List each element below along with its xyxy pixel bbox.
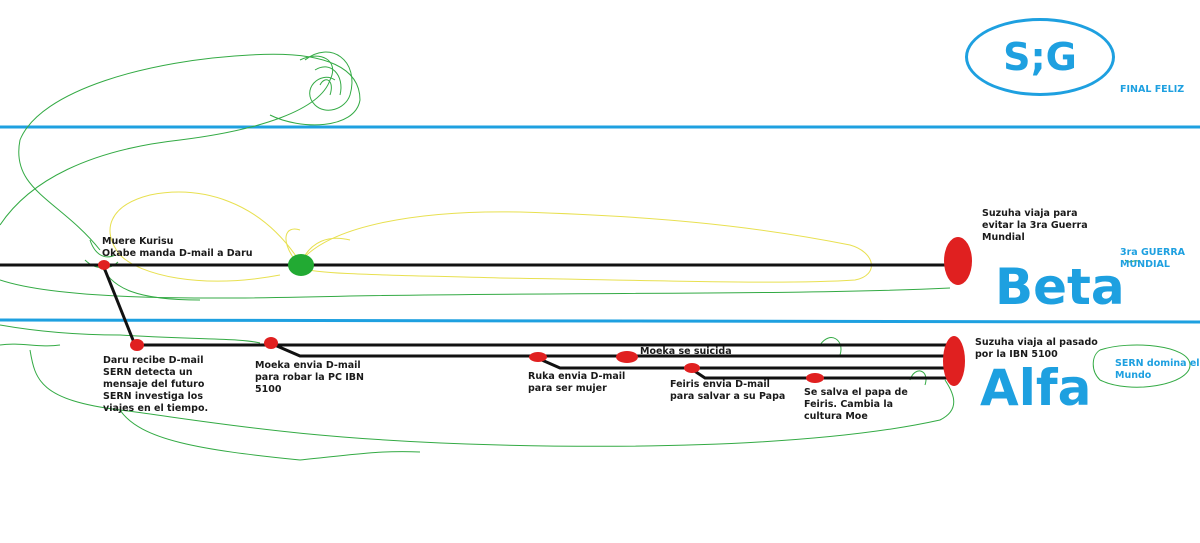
event-salva-papa [806,373,824,383]
event-suzuha-beta [944,237,972,285]
label-tercera-guerra: 3ra GUERRA MUNDIAL [1120,247,1185,270]
event-daru [130,339,144,351]
sg-logo: S;G [965,18,1115,96]
label-salva-papa: Se salva el papa de Feiris. Cambia la cu… [804,387,908,422]
label-moeka-pc: Moeka envia D-mail para robar la PC IBN … [255,360,364,395]
alfa-title: Alfa [980,359,1092,417]
label-ruka: Ruka envia D-mail para ser mujer [528,371,626,394]
yellow-scribbles [109,191,872,283]
event-ruka [529,352,547,362]
event-muere-kurisu [98,260,110,270]
divider-bottom [0,318,1200,324]
beta-title: Beta [995,258,1125,316]
event-green [288,254,314,276]
label-feiris: Feiris envia D-mail para salvar a su Pap… [670,379,786,402]
label-moeka-suicida: Moeka se suicida [640,346,732,357]
event-feiris [684,363,700,373]
label-sern-domina: SERN domina el Mundo [1115,358,1200,381]
label-suzuha-beta: Suzuha viaja para evitar la 3ra Guerra M… [982,208,1088,243]
label-daru: Daru recibe D-mail SERN detecta un mensa… [103,355,209,414]
event-moeka-suicida [616,351,638,363]
event-moeka-pc [264,337,278,349]
label-final-feliz: FINAL FELIZ [1120,84,1185,95]
label-muere-kurisu: Muere Kurisu Okabe manda D-mail a Daru [102,236,253,259]
logo-text: S;G [1003,35,1077,79]
green-scribbles [0,51,1191,461]
event-suzuha-alfa [943,336,965,386]
label-suzuha-alfa: Suzuha viaja al pasado por la IBN 5100 [975,337,1098,360]
